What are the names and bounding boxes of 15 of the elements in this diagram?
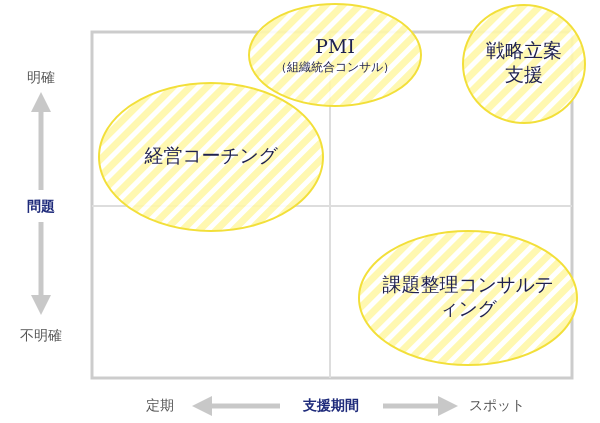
axis-label: 問題 <box>27 198 55 216</box>
ellipse-bubble <box>248 3 422 107</box>
axis-label: 支援期間 <box>303 397 359 415</box>
axis-label: 不明確 <box>20 327 62 345</box>
bubble-title: 経営コーチング <box>144 145 278 169</box>
bubble-title: 戦略立案支援 <box>485 40 563 88</box>
ellipse-bubble <box>98 82 324 232</box>
bubble-title: PMI <box>315 36 355 60</box>
ellipse-bubble <box>358 230 578 366</box>
axis-label: スポット <box>469 397 525 415</box>
ellipse-bubble <box>462 4 586 124</box>
bubble-subtitle: （組織統合コンサル） <box>275 60 395 74</box>
bubble-title: 課題整理コンサルティング <box>382 274 554 322</box>
axis-label: 定期 <box>146 397 174 415</box>
axis-label: 明確 <box>27 69 55 87</box>
